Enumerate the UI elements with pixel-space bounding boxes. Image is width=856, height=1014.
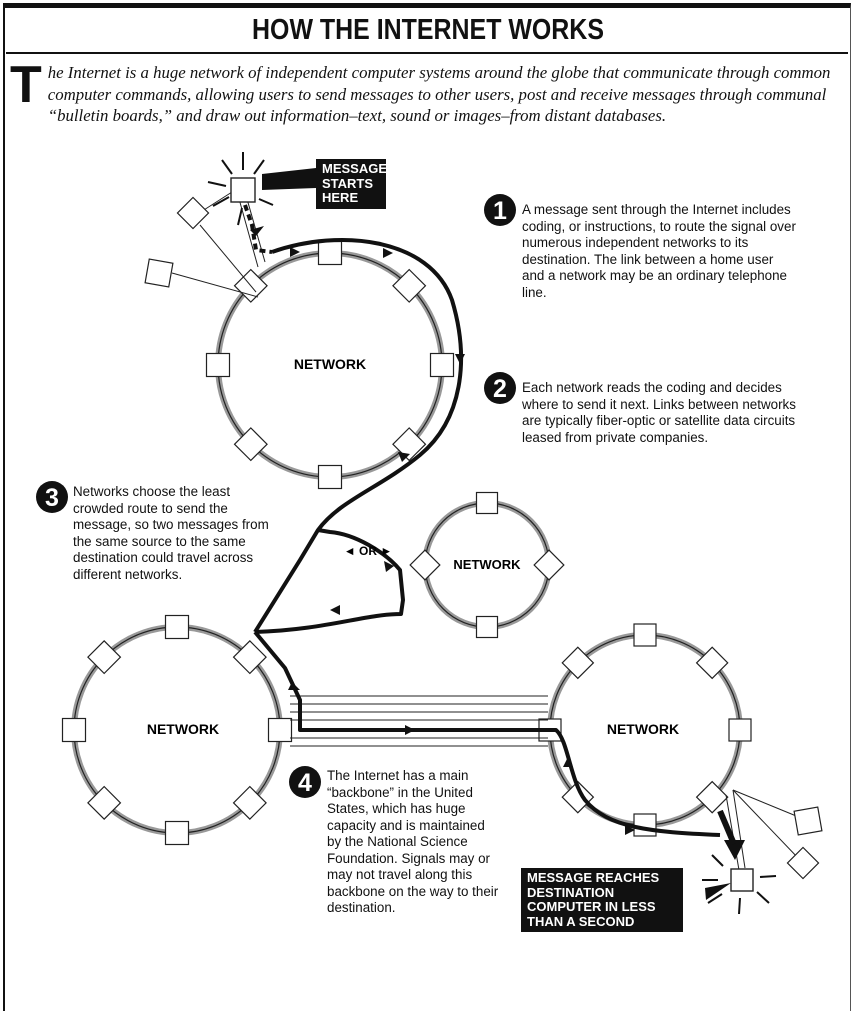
- network-left-computer-node: [87, 785, 122, 820]
- network-left-computer-node: [164, 614, 190, 640]
- remote-computer-3: [793, 806, 823, 836]
- start-callout-pointer: [262, 168, 316, 190]
- network-top-computer-node: [205, 352, 231, 378]
- network-top-computer-node: [317, 464, 343, 490]
- network-left-computer-node: [232, 785, 267, 820]
- message-reaches-callout: MESSAGE REACHES DESTINATION COMPUTER IN …: [521, 868, 683, 932]
- page-title: HOW THE INTERNET WORKS: [252, 14, 604, 46]
- step-4-badge: 4: [289, 766, 321, 798]
- end-callout-pointer: [705, 883, 731, 900]
- network-left-computer-node: [267, 717, 293, 743]
- svg-text:3: 3: [45, 484, 59, 512]
- network-top-computer-node: [233, 427, 268, 462]
- path-around-top-network: [253, 238, 463, 634]
- source-computer: [144, 152, 316, 298]
- destination-computer-box: [730, 868, 754, 892]
- network-top: NETWORK: [205, 240, 455, 490]
- backbone-lines: [290, 695, 548, 747]
- path-backbone-route: [253, 630, 721, 837]
- network-left-computer-node: [232, 640, 267, 675]
- network-small: NETWORK: [409, 491, 565, 639]
- source-computer-box: [230, 177, 256, 203]
- step-2-badge: 2: [484, 372, 516, 404]
- network-right-label: NETWORK: [607, 721, 679, 737]
- network-top-label: NETWORK: [294, 356, 366, 372]
- title-divider: [6, 52, 848, 54]
- network-top-computer-node: [392, 427, 427, 462]
- network-left-label: NETWORK: [147, 721, 219, 737]
- page-frame: [3, 3, 851, 1011]
- step-2-text: Each network reads the coding and decide…: [522, 380, 796, 445]
- step-badges: 1 2 3 4: [36, 194, 516, 798]
- network-right-computer-node: [695, 646, 729, 680]
- arrival-arrow-shaft: [717, 809, 737, 846]
- network-top-computer-node: [429, 352, 455, 378]
- network-left-computer-node: [164, 820, 190, 846]
- path-start-dashed: [243, 204, 273, 254]
- arrival-arrow: [724, 840, 745, 860]
- message-starts-callout: MESSAGE STARTS HERE: [316, 159, 387, 209]
- svg-text:2: 2: [493, 375, 507, 403]
- destination-computer: [702, 789, 823, 915]
- network-left-computer-node: [61, 717, 87, 743]
- message-path: [243, 204, 721, 837]
- network-right-computer-node: [561, 646, 595, 680]
- source-burst-lines: [207, 152, 274, 226]
- svg-text:4: 4: [298, 769, 312, 797]
- network-small-computer-node: [475, 491, 499, 515]
- network-small-computer-node: [533, 549, 565, 581]
- network-right: NETWORK: [538, 623, 752, 837]
- intro-dropcap: T: [10, 56, 42, 114]
- step-3-text: Networks choose the least crowded route …: [73, 484, 269, 582]
- network-small-computer-node: [409, 549, 441, 581]
- network-right-computer-node: [728, 718, 752, 742]
- network-right-computer-node: [633, 813, 657, 837]
- step-4-text: The Internet has a main “backbone” in th…: [327, 768, 499, 915]
- destination-burst-lines: [702, 854, 777, 915]
- step-1-text: A message sent through the Internet incl…: [522, 202, 796, 300]
- path-arrows: [250, 226, 635, 835]
- network-top-computer-node: [317, 240, 343, 266]
- network-right-computer-node: [633, 623, 657, 647]
- network-left: NETWORK: [61, 614, 293, 846]
- step-1-badge: 1: [484, 194, 516, 226]
- path-alternate-route: [254, 528, 405, 634]
- network-small-computer-node: [475, 615, 499, 639]
- remote-computer-4: [786, 846, 820, 880]
- network-small-label: NETWORK: [453, 557, 521, 572]
- network-right-computer-node: [695, 780, 729, 814]
- or-label: ◄ OR ►: [344, 544, 392, 558]
- network-right-computer-node: [561, 780, 595, 814]
- intro-text: he Internet is a huge network of indepen…: [47, 63, 831, 125]
- network-left-computer-node: [87, 640, 122, 675]
- step-3-badge: 3: [36, 481, 68, 513]
- svg-text:1: 1: [493, 197, 507, 225]
- remote-computer-1: [176, 196, 210, 230]
- remote-computer-2: [144, 258, 174, 288]
- network-top-computer-node: [392, 268, 427, 303]
